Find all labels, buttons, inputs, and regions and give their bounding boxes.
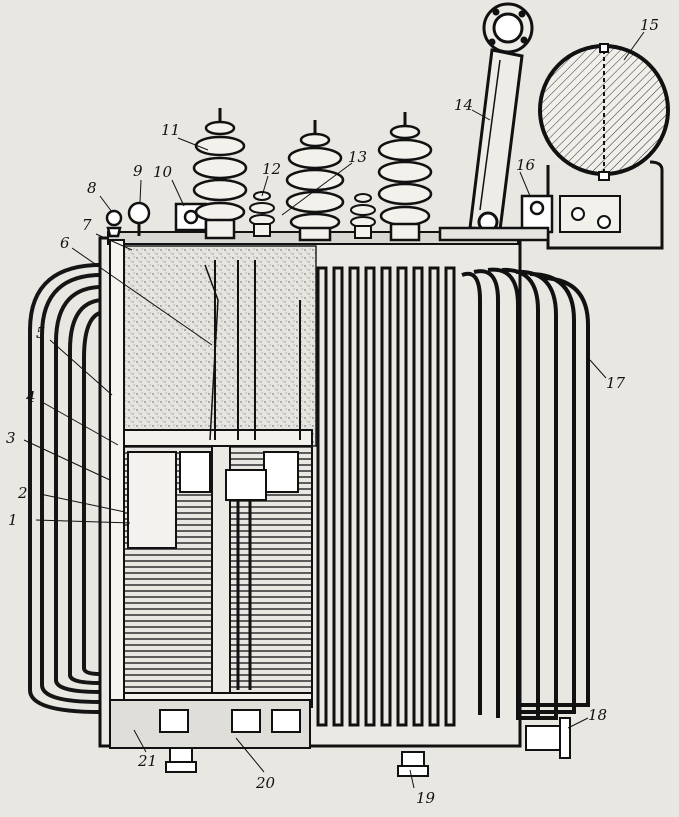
callout-2: 2 — [17, 484, 28, 502]
cutaway-interior — [109, 239, 317, 749]
callout-15: 15 — [640, 16, 659, 34]
callout-9: 9 — [133, 162, 143, 180]
gas-relay — [438, 194, 554, 242]
callout-labels: 1 2 3 4 5 6 7 8 9 10 11 12 13 14 15 16 1… — [6, 16, 659, 807]
callout-8: 8 — [87, 179, 97, 197]
callout-20: 20 — [255, 774, 276, 792]
callout-5: 5 — [36, 324, 46, 342]
callout-13: 13 — [348, 148, 367, 166]
exhaust-pipe — [468, 2, 534, 233]
callout-6: 6 — [60, 234, 70, 252]
front-cooling-tubes — [316, 266, 456, 727]
conservator — [538, 43, 670, 250]
callout-4: 4 — [25, 388, 36, 406]
leader-lines — [23, 31, 645, 789]
callout-18: 18 — [588, 706, 607, 724]
callout-14: 14 — [454, 96, 473, 114]
callout-21: 21 — [137, 752, 157, 770]
callout-3: 3 — [6, 429, 16, 447]
left-cooling-tubes — [28, 262, 109, 714]
callout-10: 10 — [153, 163, 173, 181]
right-cooling-tubes — [461, 267, 590, 720]
callout-7: 7 — [82, 216, 92, 234]
callout-16: 16 — [516, 156, 536, 174]
lv-bushings — [249, 191, 376, 239]
bottom-fittings — [165, 717, 571, 777]
top-fittings — [105, 201, 208, 238]
callout-1: 1 — [8, 511, 18, 529]
callout-12: 12 — [262, 160, 281, 178]
hv-bushings — [192, 108, 433, 242]
callout-19: 19 — [416, 789, 436, 807]
callout-17: 17 — [606, 374, 626, 392]
callout-11: 11 — [161, 121, 180, 139]
